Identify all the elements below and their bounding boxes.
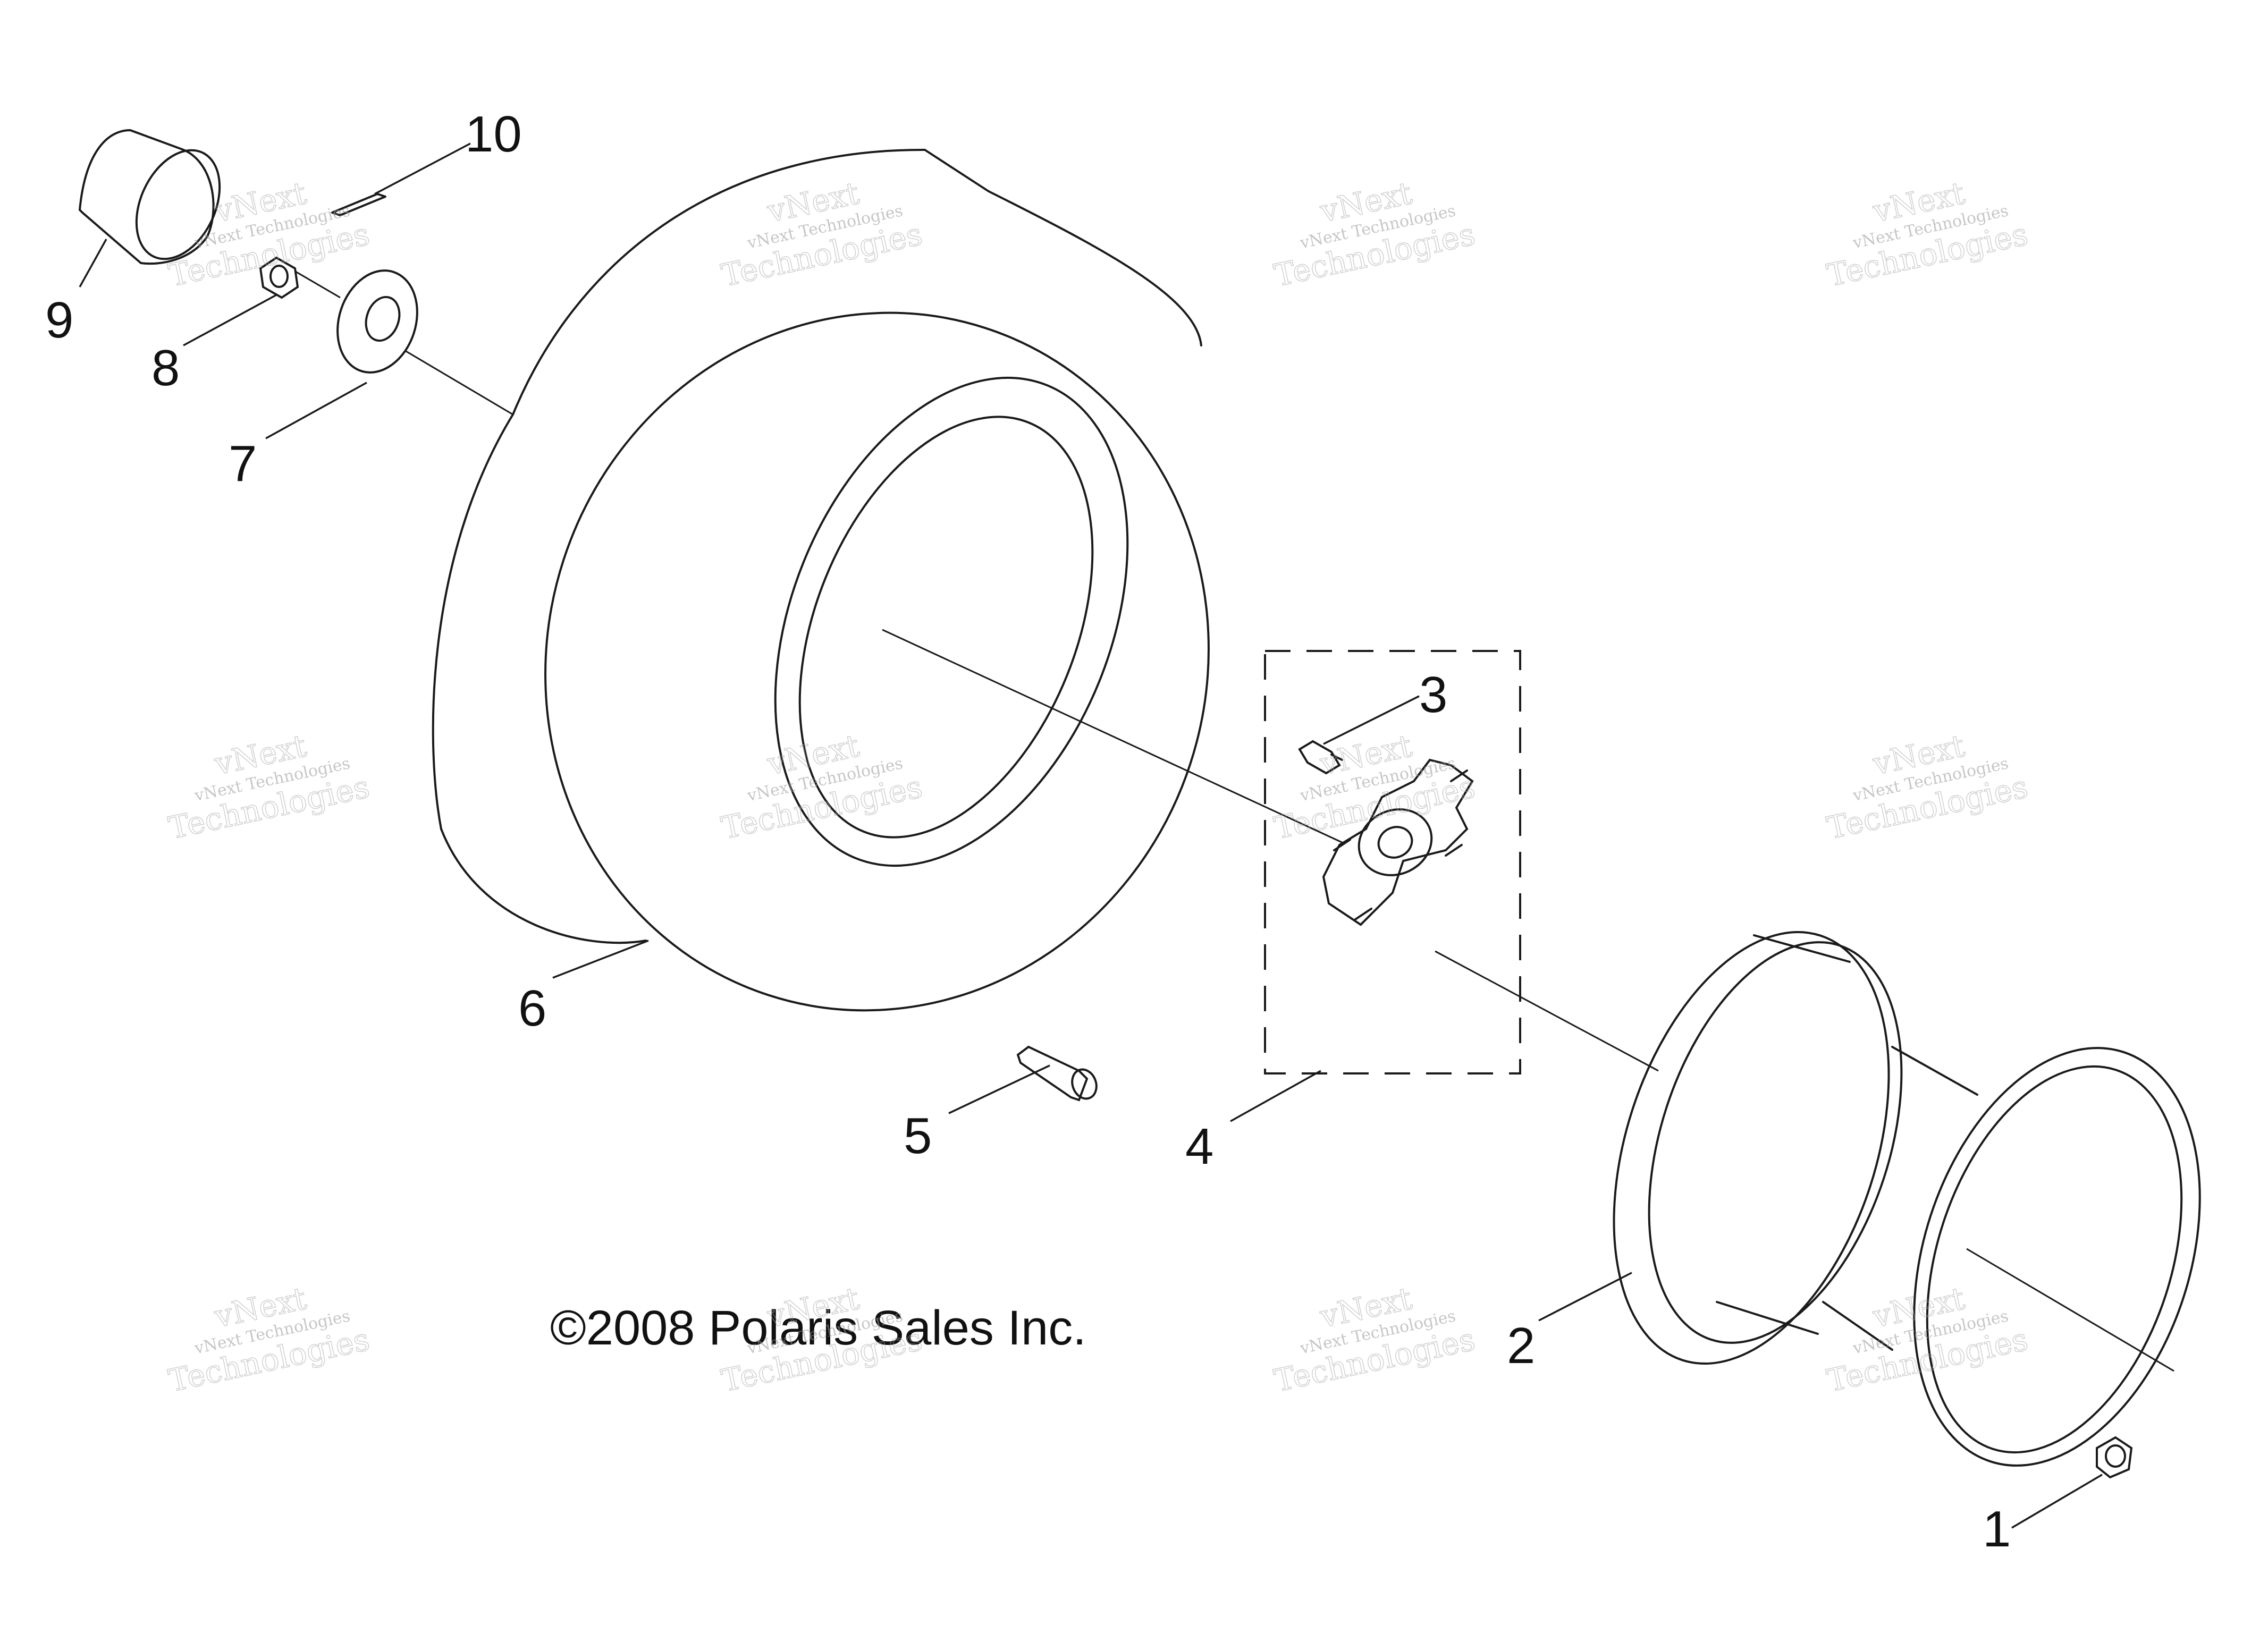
copyright-notice: ©2008 Polaris Sales Inc. (550, 1301, 1086, 1355)
watermark: vNext Technologies Technologies vNext (1823, 727, 2031, 847)
watermark: vNext Technologies Technologies vNext (1823, 1280, 2031, 1399)
callout-3: 3 (1419, 666, 1447, 723)
lug-nut (2096, 1436, 2133, 1479)
watermark: vNext Technologies Technologies vNext (1270, 174, 1478, 294)
washer (336, 269, 418, 374)
callout-2: 2 (1507, 1317, 1535, 1374)
callout-10: 10 (465, 106, 522, 163)
callout-6: 6 (518, 980, 546, 1037)
cotter-pin (331, 193, 386, 216)
castle-nut (259, 256, 299, 299)
hub-bolt (1298, 740, 1343, 775)
callout-1: 1 (1983, 1501, 2011, 1558)
callout-7: 7 (229, 435, 257, 492)
tire (432, 148, 1210, 1012)
callout-4: 4 (1185, 1118, 1213, 1175)
watermark: vNext Technologies Technologies vNext (718, 727, 925, 847)
watermark: vNext Technologies Technologies vNext (718, 174, 925, 294)
watermark: vNext Technologies Technologies vNext (165, 727, 373, 847)
callout-8: 8 (151, 340, 180, 396)
watermark: vNext Technologies Technologies vNext (1270, 1280, 1478, 1399)
callouts: 1 2 3 4 5 6 7 8 9 10 (45, 106, 2011, 1558)
callout-5: 5 (904, 1107, 932, 1164)
watermark: vNext Technologies Technologies vNext (1823, 174, 2031, 294)
wheel-rim (1613, 931, 2201, 1467)
watermark: vNext Technologies Technologies vNext (165, 1280, 373, 1399)
hub-assembly (1264, 650, 1521, 1074)
callout-9: 9 (45, 292, 73, 349)
dust-cap (78, 129, 221, 265)
valve-stem (1016, 1045, 1098, 1102)
leader-lines (79, 142, 2103, 1529)
